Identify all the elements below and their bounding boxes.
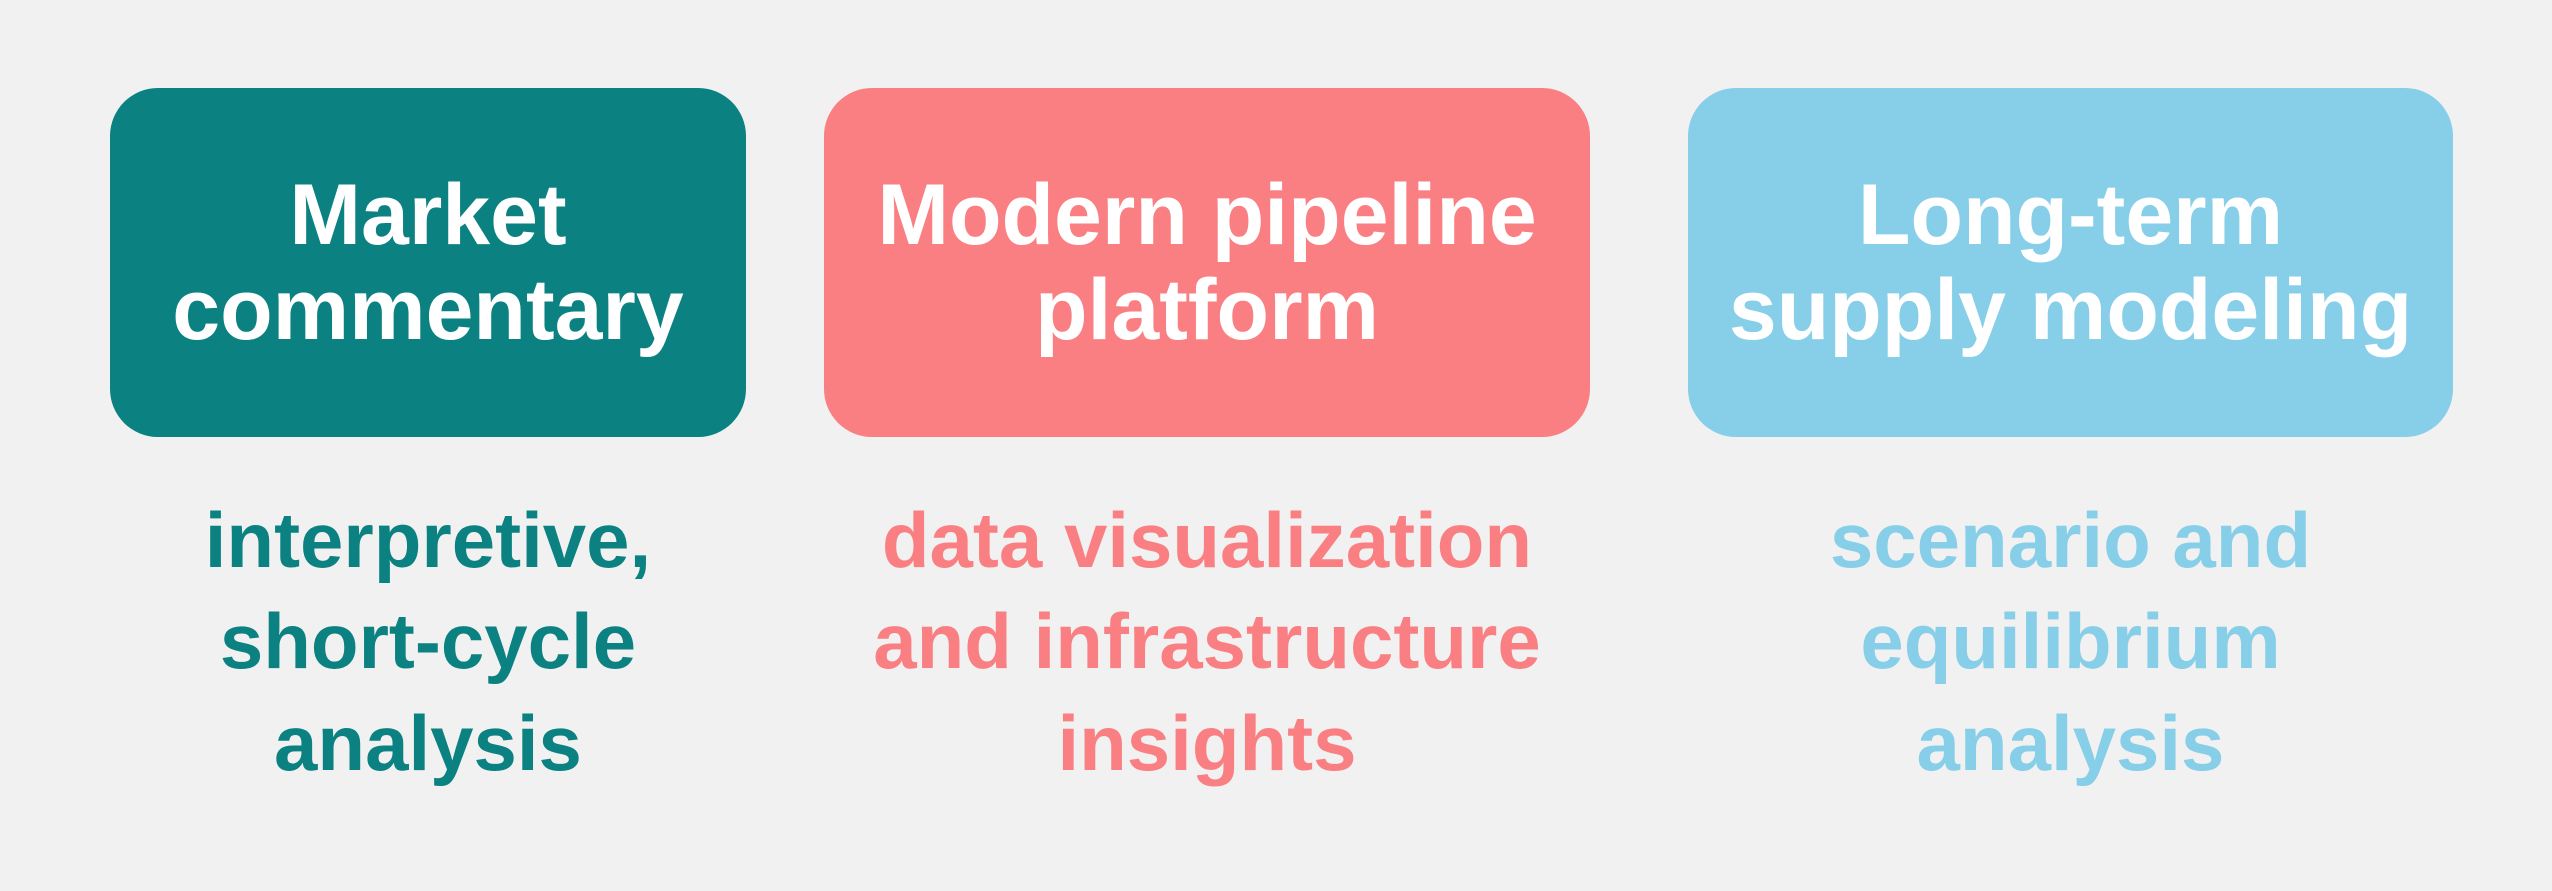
card-long-term-supply-modeling: Long-term supply modeling bbox=[1688, 88, 2453, 437]
column-modern-pipeline-platform: Modern pipeline platform data visualizat… bbox=[824, 0, 1590, 891]
card-description-modern-pipeline-platform: data visualization and infrastructure in… bbox=[873, 496, 1541, 787]
card-title-long-term-supply-modeling: Long-term supply modeling bbox=[1728, 166, 2413, 358]
card-title-market-commentary: Market commentary bbox=[172, 166, 684, 358]
card-market-commentary: Market commentary bbox=[110, 88, 746, 437]
card-description-long-term-supply-modeling: scenario and equilibrium analysis bbox=[1829, 496, 2312, 787]
column-market-commentary: Market commentary interpretive, short-cy… bbox=[110, 0, 746, 891]
card-modern-pipeline-platform: Modern pipeline platform bbox=[824, 88, 1590, 437]
card-description-market-commentary: interpretive, short-cycle analysis bbox=[204, 496, 652, 787]
card-title-modern-pipeline-platform: Modern pipeline platform bbox=[877, 166, 1537, 358]
column-long-term-supply-modeling: Long-term supply modeling scenario and e… bbox=[1688, 0, 2453, 891]
